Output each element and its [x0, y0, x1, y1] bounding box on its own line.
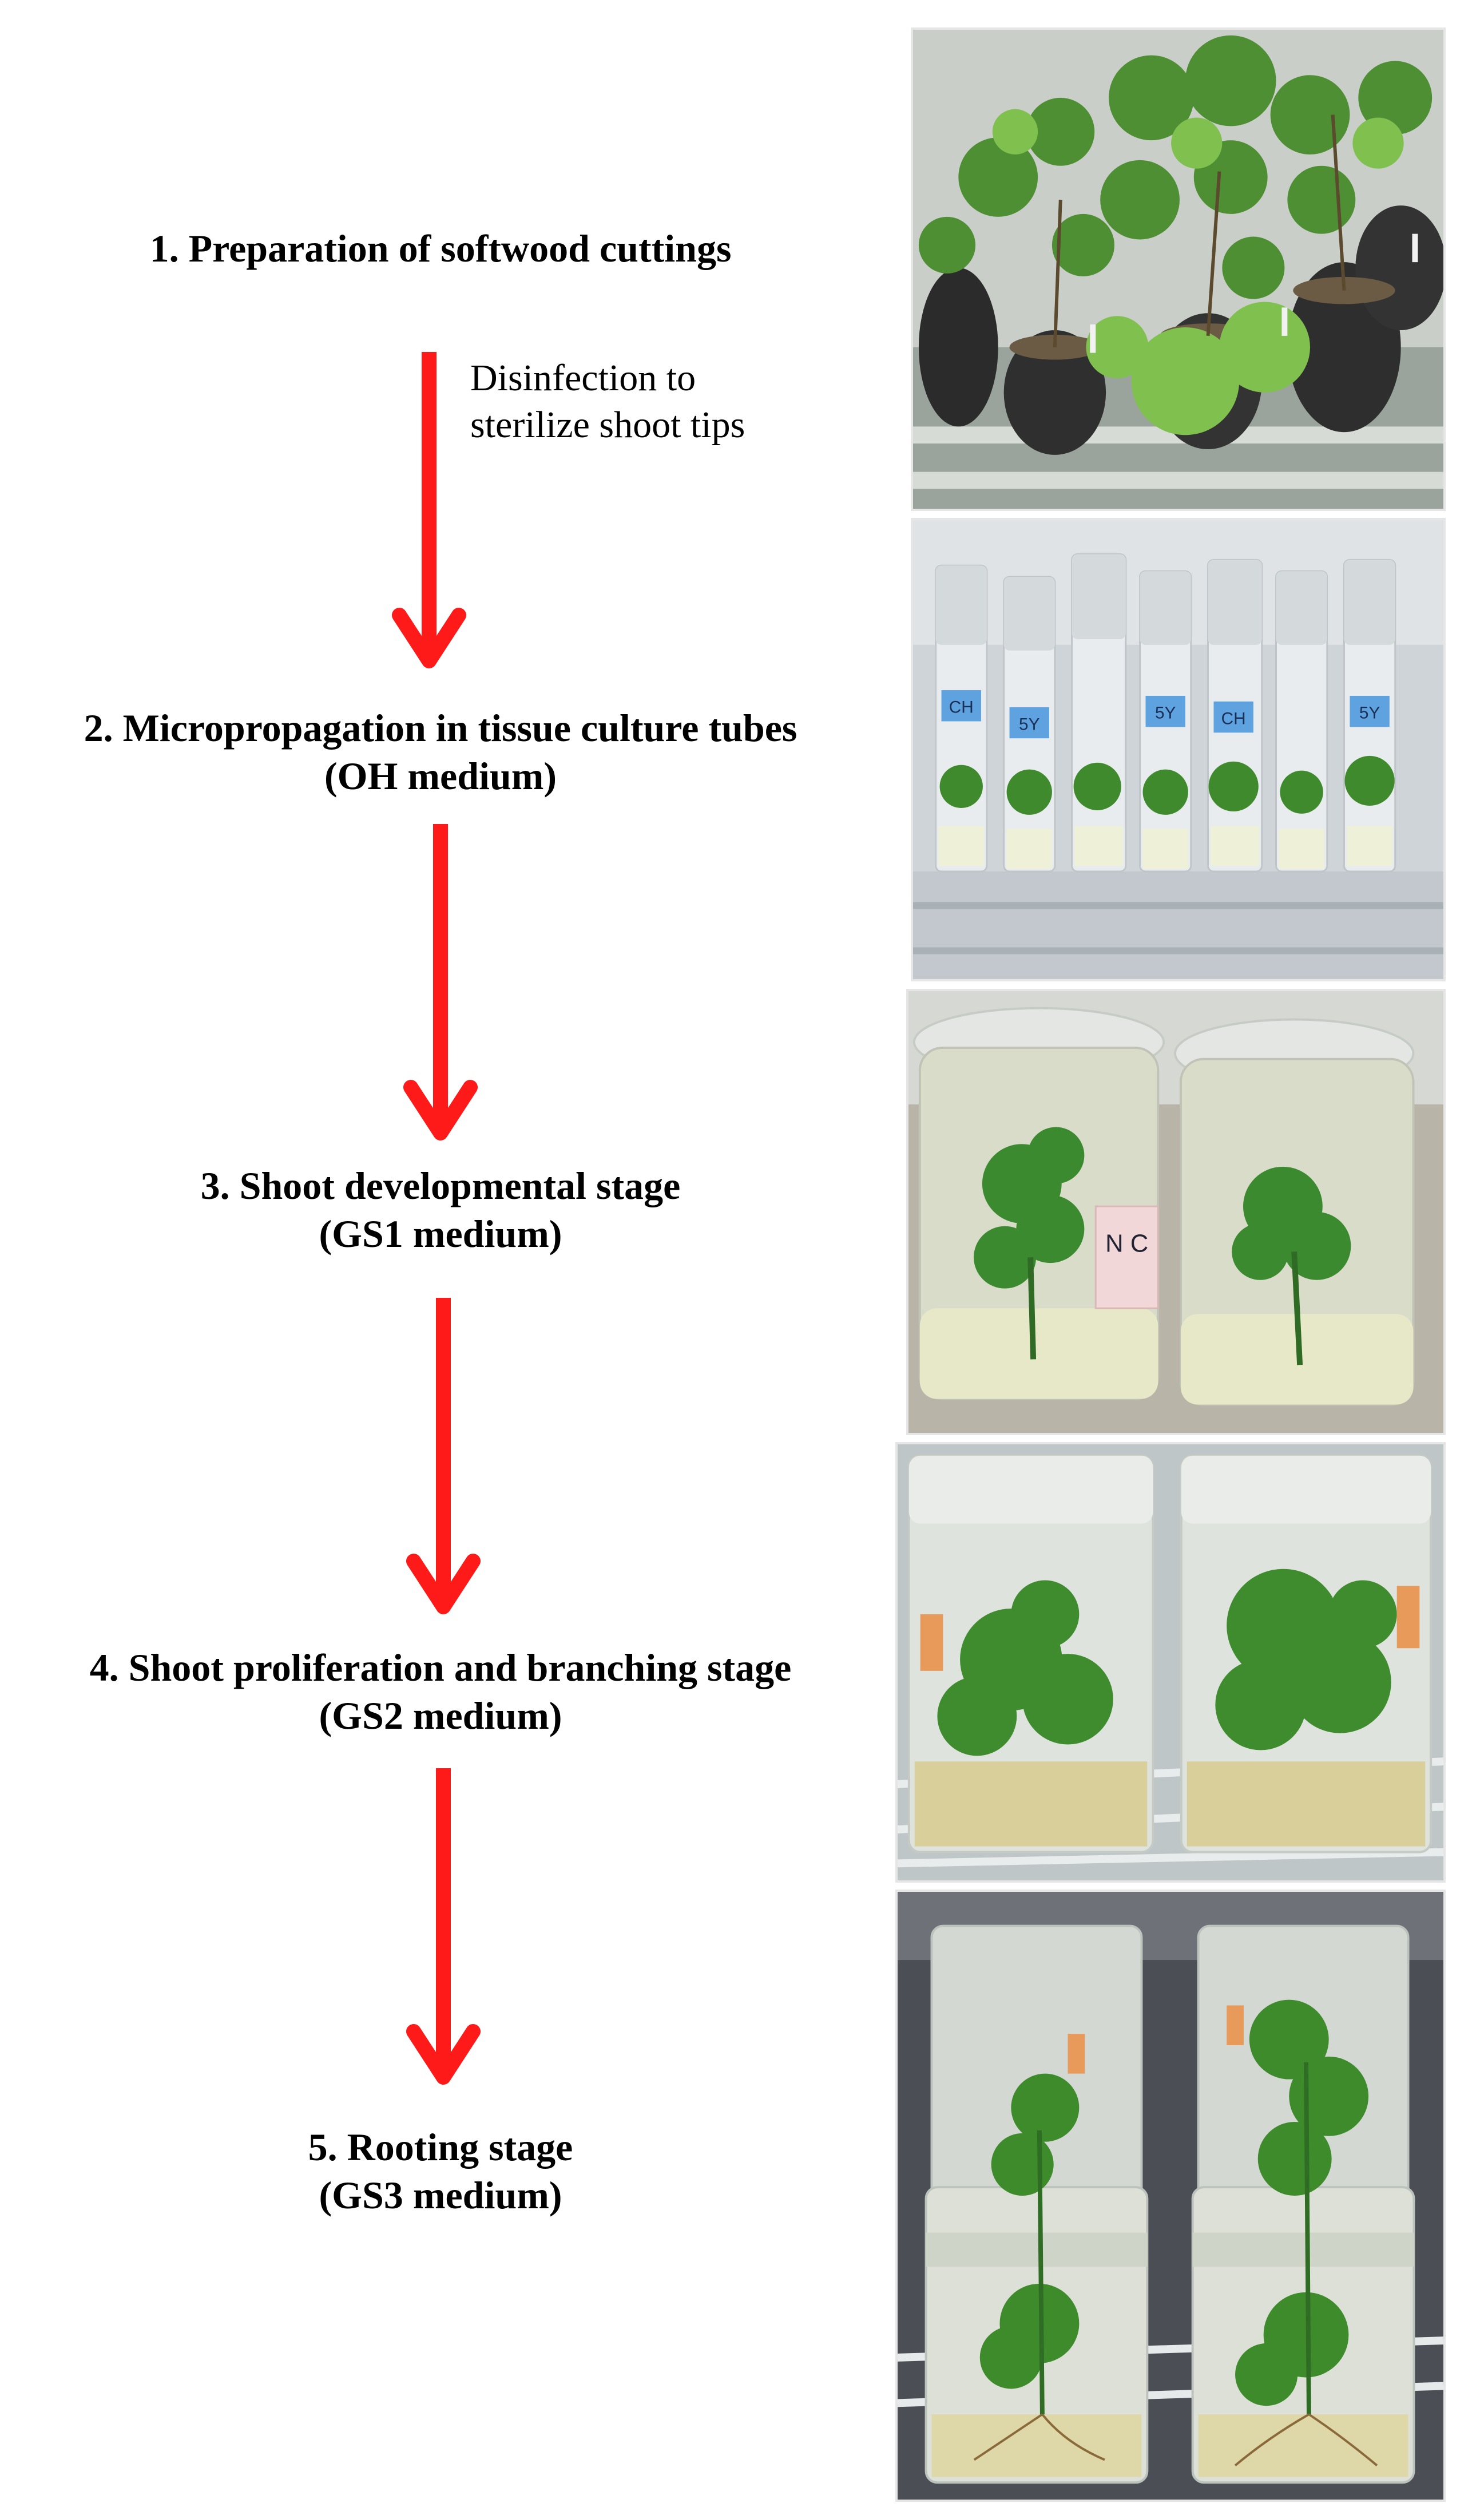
stage-3-label: 3. Shoot developmental stage (GS1 medium… [0, 1162, 881, 1258]
jar-label: N C [1105, 1230, 1148, 1257]
stage-3-title: 3. Shoot developmental stage [200, 1164, 681, 1207]
disinfection-note-line1: Disinfection to [470, 357, 696, 399]
arrow-1-to-2 [392, 352, 466, 668]
photo-softwood-cuttings [911, 27, 1446, 511]
stage-2-subtitle: (OH medium) [324, 754, 557, 798]
stage-2-title: 2. Micropropagation in tissue culture tu… [84, 706, 797, 750]
stage-1-title: 1. Preparation of softwood cuttings [149, 227, 732, 270]
tube-label-1: CH [949, 698, 974, 717]
arrow-3-to-4 [406, 1298, 481, 1614]
stage-4-subtitle: (GS2 medium) [319, 1694, 562, 1737]
tube-label-4: CH [1221, 709, 1246, 728]
stage-5-label: 5. Rooting stage (GS3 medium) [0, 2123, 881, 2219]
stage-2-label: 2. Micropropagation in tissue culture tu… [0, 704, 881, 800]
tube-label-2: 5Y [1019, 715, 1040, 734]
stage-5-subtitle: (GS3 medium) [319, 2173, 562, 2217]
tube-label-5: 5Y [1359, 704, 1380, 723]
arrow-4-to-5 [406, 1768, 481, 2085]
stage-3-subtitle: (GS1 medium) [319, 1212, 562, 1256]
photo-rooting-boxes [895, 1890, 1446, 2502]
disinfection-note: Disinfection to sterilize shoot tips [470, 355, 745, 449]
photo-culture-tubes: CH 5Y 5Y CH 5Y [911, 518, 1446, 981]
photo-culture-boxes-proliferation [895, 1442, 1446, 1883]
photo-culture-jars: N C [906, 989, 1446, 1435]
arrow-2-to-3 [403, 824, 478, 1140]
disinfection-note-line2: sterilize shoot tips [470, 404, 745, 446]
stage-4-title: 4. Shoot proliferation and branching sta… [89, 1646, 792, 1689]
stage-5-title: 5. Rooting stage [308, 2125, 573, 2169]
stage-1-label: 1. Preparation of softwood cuttings [0, 224, 881, 272]
tube-label-3: 5Y [1155, 704, 1176, 723]
stage-4-label: 4. Shoot proliferation and branching sta… [0, 1643, 881, 1740]
